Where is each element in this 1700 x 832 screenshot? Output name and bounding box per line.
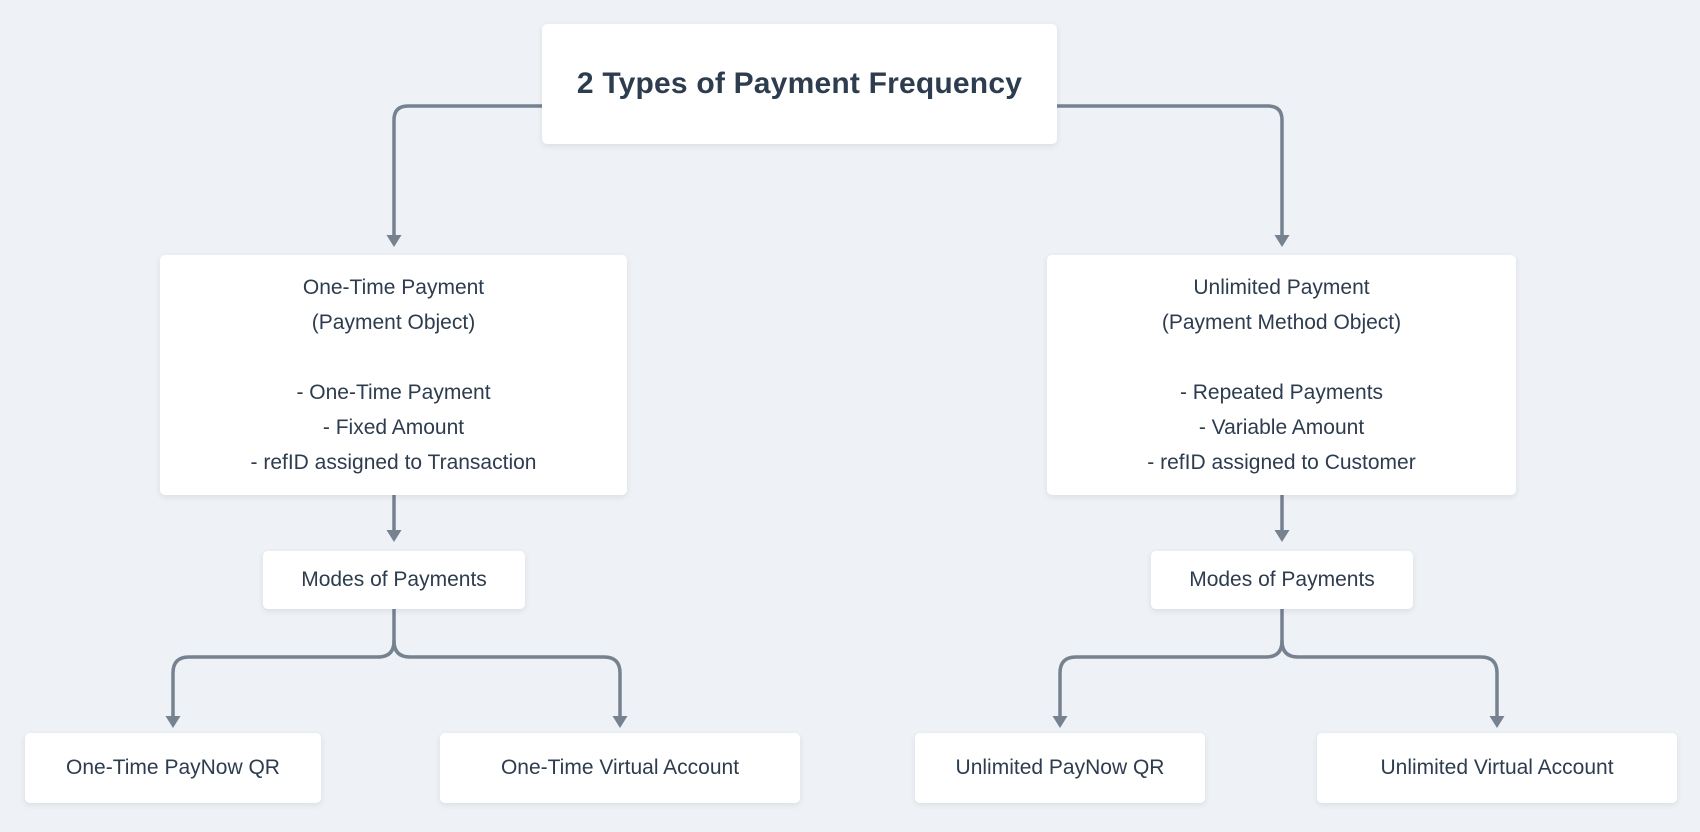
unlimited-paynow-qr-label: Unlimited PayNow QR — [955, 756, 1165, 779]
one-time-virtual-account-label: One-Time Virtual Account — [500, 756, 740, 779]
unlimited-paynow-qr-node: Unlimited PayNow QR — [915, 733, 1205, 803]
arrowhead-root-to-unlimited — [1274, 235, 1290, 247]
connector-modes-one-time-to-paynow — [171, 607, 396, 718]
connector-modes-unlimited-to-virtual — [1280, 639, 1499, 718]
one-time-payment-bullet: - One-Time Payment — [296, 381, 491, 404]
one-time-paynow-qr-node: One-Time PayNow QR — [25, 733, 321, 803]
arrowhead-modes-one-time-to-paynow — [165, 716, 181, 728]
modes-of-payments-unlimited-node: Modes of Payments — [1151, 551, 1413, 609]
root-node-label: 2 Types of Payment Frequency — [576, 67, 1023, 100]
connector-modes-unlimited-to-paynow — [1058, 607, 1284, 718]
connector-root-to-one-time — [392, 104, 544, 237]
one-time-payment-subtitle: (Payment Object) — [311, 311, 476, 334]
one-time-payment-title: One-Time Payment — [302, 276, 485, 299]
modes-of-payments-one-time-label: Modes of Payments — [301, 568, 487, 591]
modes-of-payments-unlimited-label: Modes of Payments — [1189, 568, 1375, 591]
unlimited-virtual-account-node: Unlimited Virtual Account — [1317, 733, 1677, 803]
connector-modes-one-time-to-virtual — [392, 639, 622, 718]
arrowhead-unlimited-to-modes — [1274, 530, 1290, 542]
unlimited-payment-title: Unlimited Payment — [1193, 276, 1370, 299]
one-time-payment-node: One-Time Payment (Payment Object) - One-… — [160, 255, 627, 495]
one-time-payment-bullet: - refID assigned to Transaction — [250, 451, 537, 474]
unlimited-virtual-account-label: Unlimited Virtual Account — [1380, 756, 1614, 779]
arrowhead-modes-one-time-to-virtual — [612, 716, 628, 728]
arrowhead-root-to-one-time — [386, 235, 402, 247]
unlimited-payment-bullet: - Variable Amount — [1198, 416, 1365, 439]
unlimited-payment-subtitle: (Payment Method Object) — [1161, 311, 1402, 334]
modes-of-payments-one-time-node: Modes of Payments — [263, 551, 525, 609]
unlimited-payment-bullet: - Repeated Payments — [1179, 381, 1384, 404]
unlimited-payment-node: Unlimited Payment (Payment Method Object… — [1047, 255, 1516, 495]
connector-root-to-unlimited — [1055, 104, 1284, 237]
one-time-paynow-qr-label: One-Time PayNow QR — [66, 756, 280, 779]
one-time-virtual-account-node: One-Time Virtual Account — [440, 733, 800, 803]
root-node: 2 Types of Payment Frequency — [542, 24, 1057, 144]
arrowhead-one-time-to-modes — [386, 530, 402, 542]
unlimited-payment-bullet: - refID assigned to Customer — [1147, 451, 1416, 474]
arrowhead-modes-unlimited-to-virtual — [1489, 716, 1505, 728]
arrowhead-modes-unlimited-to-paynow — [1052, 716, 1068, 728]
one-time-payment-bullet: - Fixed Amount — [322, 416, 465, 439]
